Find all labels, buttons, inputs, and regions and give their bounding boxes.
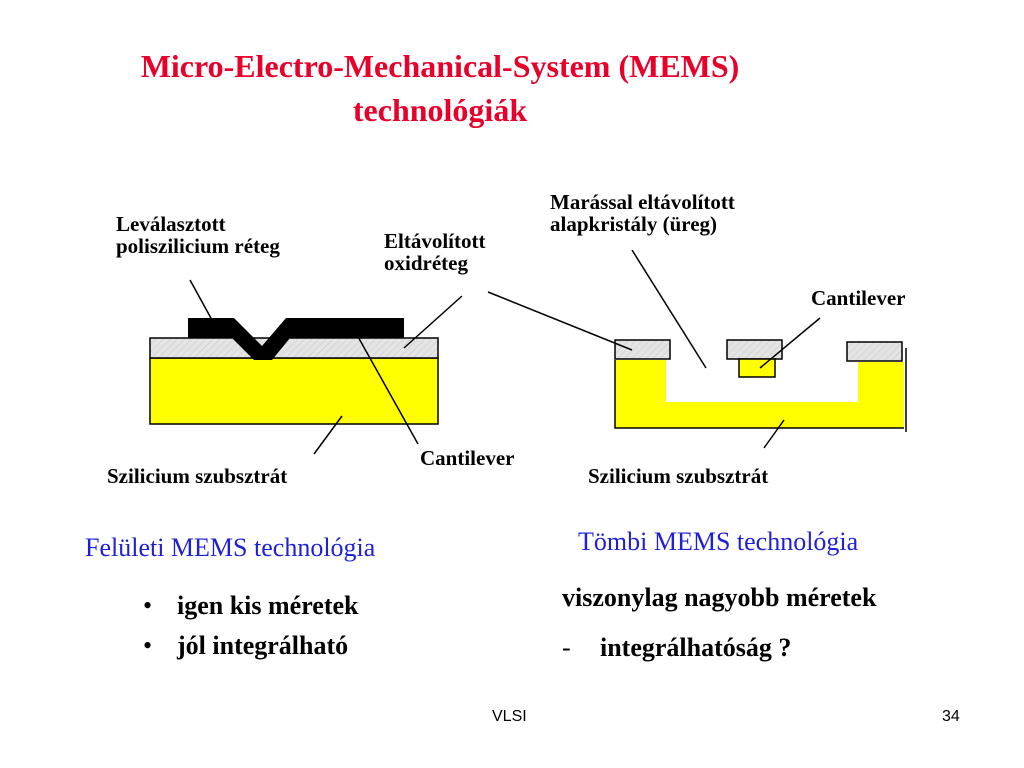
label-bulk-cantilever: Cantilever [811, 286, 906, 310]
dash-marker: - [562, 633, 571, 662]
slide-title-line2: technológiák [352, 92, 528, 128]
leader-surface-substrate [313, 415, 343, 455]
label-removed-oxide-line2: oxidréteg [384, 251, 468, 275]
bullet-text: igen kis méretek [177, 591, 359, 620]
label-surface-cantilever: Cantilever [420, 446, 515, 470]
leader-removed-oxide-right [487, 291, 633, 351]
bulk-mems-line2: -integrálhatóság ? [562, 628, 791, 668]
bulk-silicon-substrate [615, 360, 904, 428]
leader-bulk-cantilever [759, 317, 821, 369]
bullet-item: • igen kis méretek [143, 586, 359, 626]
bulk-cantilever-block [738, 358, 776, 378]
surface-mems-heading: Felületi MEMS technológia [85, 533, 376, 562]
bullet-marker: • [143, 631, 153, 660]
surface-silicon-substrate [149, 357, 439, 425]
footer-title: VLSI [492, 708, 527, 725]
surface-polysilicon-layer [188, 318, 404, 360]
surface-mems-bullets: • igen kis méretek • jól integrálható [143, 586, 359, 666]
leader-surface-cantilever [351, 325, 419, 445]
leader-deposited-layer [189, 279, 213, 321]
leader-bulk-substrate [763, 419, 785, 449]
bullet-text: jól integrálható [177, 631, 349, 660]
label-etched-cavity: Marással eltávolított alapkristály (üreg… [550, 191, 735, 235]
bulk-mems-line1: viszonylag nagyobb méretek [562, 583, 877, 612]
label-deposited-polysilicon-line2: poliszilicium réteg [116, 234, 280, 258]
bulk-mems-line2-text: integrálhatóság ? [600, 633, 792, 662]
label-deposited-polysilicon: Leválasztott poliszilicium réteg [116, 213, 280, 257]
leader-removed-oxide-left [403, 295, 463, 349]
label-etched-cavity-line1: Marással eltávolított [550, 190, 735, 214]
label-surface-substrate: Szilicium szubsztrát [107, 464, 288, 488]
label-etched-cavity-line2: alapkristály (üreg) [550, 212, 718, 236]
slide-title: Micro-Electro-Mechanical-System (MEMS) t… [0, 44, 880, 132]
bulk-oxide-left [614, 339, 671, 360]
surface-mems-diagram [149, 279, 463, 455]
label-deposited-polysilicon-line1: Leválasztott [116, 212, 226, 236]
bulk-substrate-outline [614, 360, 904, 429]
bullet-item: • jól integrálható [143, 626, 359, 666]
bullet-marker: • [143, 591, 153, 620]
label-removed-oxide: Eltávolított oxidréteg [384, 230, 485, 274]
bulk-oxide-right [846, 341, 903, 362]
bulk-mems-diagram [487, 249, 907, 449]
page-number: 34 [942, 708, 960, 725]
leader-etched-cavity [631, 249, 707, 369]
surface-oxide-layer [149, 337, 439, 359]
label-bulk-substrate: Szilicium szubsztrát [588, 464, 769, 488]
bulk-mems-heading: Tömbi MEMS technológia [578, 527, 859, 556]
label-removed-oxide-line1: Eltávolított [384, 229, 486, 253]
slide-title-line1: Micro-Electro-Mechanical-System (MEMS) [140, 48, 740, 84]
